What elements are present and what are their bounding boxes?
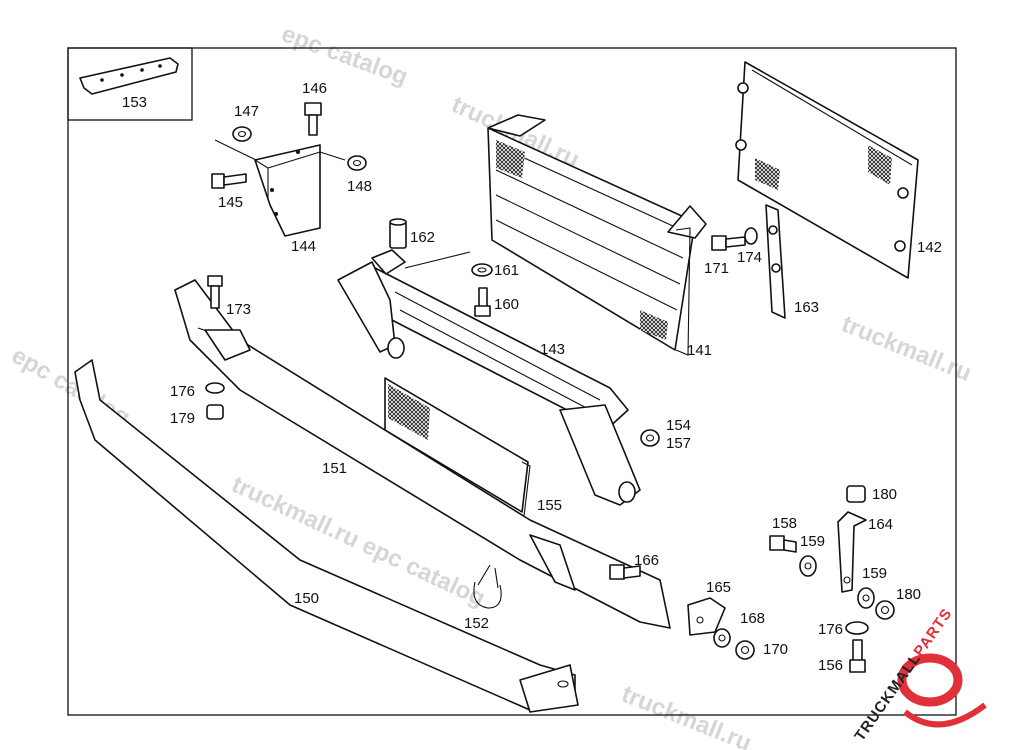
part-164-bracket xyxy=(837,511,867,593)
label-150: 150 xyxy=(294,590,319,607)
part-161-washer xyxy=(471,263,493,277)
diagram-frame xyxy=(67,47,957,716)
part-159-washer-upper xyxy=(799,555,817,577)
part-154-nut xyxy=(640,429,660,447)
label-173: 173 xyxy=(226,301,251,318)
label-160: 160 xyxy=(494,296,519,313)
label-165: 165 xyxy=(706,579,731,596)
label-170: 170 xyxy=(763,641,788,658)
label-145: 145 xyxy=(218,194,243,211)
label-143: 143 xyxy=(540,341,565,358)
label-179: 179 xyxy=(170,410,195,427)
part-171-bolt xyxy=(711,235,746,251)
label-161: 161 xyxy=(494,262,519,279)
part-174-washer xyxy=(744,227,758,245)
part-179-nut xyxy=(206,404,224,420)
label-166: 166 xyxy=(634,552,659,569)
watermark-top: epc catalog xyxy=(278,20,411,91)
part-146-bolt xyxy=(304,102,322,136)
inset-box xyxy=(67,47,193,121)
label-146: 146 xyxy=(302,80,327,97)
part-160-bolt xyxy=(474,287,491,317)
truckmall-logo: TRUCKMALLPARTS xyxy=(851,605,987,744)
part-labels: 153 147 146 148 145 144 162 161 160 173 … xyxy=(122,80,942,674)
label-162: 162 xyxy=(410,229,435,246)
part-159-washer-lower xyxy=(857,587,875,609)
logo-text-accent: PARTS xyxy=(911,605,956,660)
part-153-plate xyxy=(79,57,179,95)
part-147-nut xyxy=(232,126,252,142)
label-141: 141 xyxy=(687,342,712,359)
part-142-panel xyxy=(735,61,919,279)
part-145-bolt xyxy=(211,173,247,189)
label-156: 156 xyxy=(818,657,843,674)
label-144: 144 xyxy=(291,238,316,255)
label-142: 142 xyxy=(917,239,942,256)
part-180-nut-upper xyxy=(846,485,866,503)
label-168: 168 xyxy=(740,610,765,627)
part-156-bolt xyxy=(849,639,866,673)
label-155: 155 xyxy=(537,497,562,514)
part-176-washer xyxy=(205,382,225,394)
part-155-screen xyxy=(384,377,531,517)
part-163-strip xyxy=(765,204,786,319)
part-168-washer xyxy=(713,628,731,648)
label-152: 152 xyxy=(464,615,489,632)
part-176-washer-lower xyxy=(845,621,869,635)
label-159-upper: 159 xyxy=(800,533,825,550)
part-166-bolt xyxy=(609,564,641,580)
label-151: 151 xyxy=(322,460,347,477)
label-176-right: 176 xyxy=(818,621,843,638)
part-158-bolt xyxy=(769,535,797,553)
part-165-bracket xyxy=(687,597,726,636)
label-153: 153 xyxy=(122,94,147,111)
part-151-bar xyxy=(174,279,671,629)
label-157: 157 xyxy=(666,435,691,452)
part-144-bracket xyxy=(214,139,346,237)
logo-swoosh-icon xyxy=(903,702,987,728)
part-150-bar xyxy=(74,359,579,713)
label-147: 147 xyxy=(234,103,259,120)
label-174: 174 xyxy=(737,249,762,266)
part-173-bolt xyxy=(207,275,223,309)
part-143-frame xyxy=(337,249,641,506)
part-170-nut xyxy=(735,640,755,660)
label-164: 164 xyxy=(868,516,893,533)
label-148: 148 xyxy=(347,178,372,195)
logo-gear-icon xyxy=(897,653,963,707)
label-180-upper: 180 xyxy=(872,486,897,503)
part-148-nut xyxy=(347,155,367,171)
label-163: 163 xyxy=(794,299,819,316)
label-154: 154 xyxy=(666,417,691,434)
part-152-ubolt xyxy=(473,564,502,609)
label-171: 171 xyxy=(704,260,729,277)
watermark-right: truckmall.ru xyxy=(838,311,976,388)
label-158: 158 xyxy=(772,515,797,532)
part-141-radiator xyxy=(487,114,707,356)
label-176-left: 176 xyxy=(170,383,195,400)
part-162-spacer xyxy=(389,218,407,249)
label-159-lower: 159 xyxy=(862,565,887,582)
label-180-lower: 180 xyxy=(896,586,921,603)
part-180-nut-lower xyxy=(875,600,895,620)
